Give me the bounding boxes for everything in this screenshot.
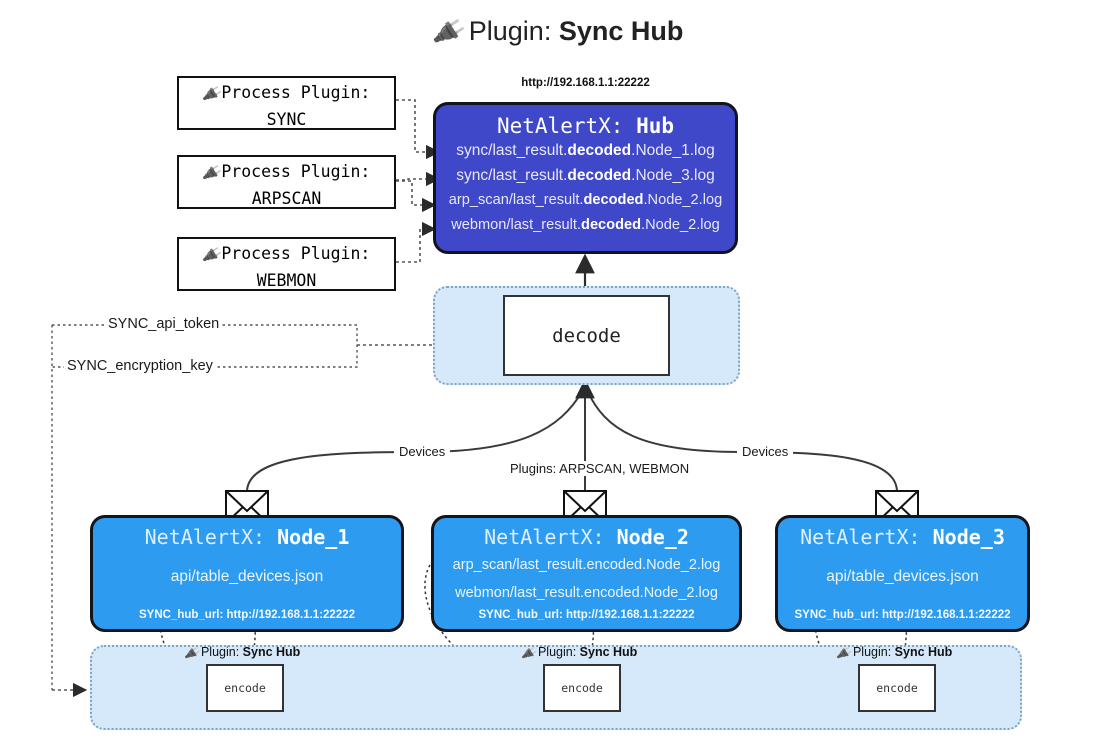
node-box-1[interactable]: NetAlertX: Node_1 api/table_devices.json… bbox=[90, 515, 404, 632]
node-title: NetAlertX: Node_3 bbox=[800, 525, 1005, 549]
hub-url-label: http://192.168.1.1:22222 bbox=[521, 77, 650, 89]
plug-icon: 🔌 bbox=[835, 644, 854, 662]
decode-box[interactable]: decode bbox=[503, 295, 670, 376]
plug-icon: 🔌 bbox=[201, 162, 224, 184]
token-label-api: SYNC_api_token bbox=[105, 316, 223, 332]
process-plugin-box-sync[interactable]: 🔌Process Plugin: SYNC bbox=[177, 76, 396, 130]
edge-label-devices-right: Devices bbox=[737, 444, 794, 459]
token-label-encryption: SYNC_encryption_key bbox=[64, 358, 216, 374]
encode-box-2[interactable]: encode bbox=[543, 664, 621, 712]
encode-caption-2: 🔌Plugin: Sync Hub bbox=[520, 644, 638, 662]
hub-title-name: Hub bbox=[636, 114, 675, 138]
encode-box-1[interactable]: encode bbox=[206, 664, 284, 712]
plug-icon: 🔌 bbox=[431, 15, 468, 49]
node-title: NetAlertX: Node_2 bbox=[484, 525, 689, 549]
hub-log-line: webmon/last_result.decoded.Node_2.log bbox=[451, 217, 720, 233]
encode-caption-3: 🔌Plugin: Sync Hub bbox=[835, 644, 953, 662]
plug-icon: 🔌 bbox=[201, 244, 224, 266]
hub-node[interactable]: NetAlertX: Hub sync/last_result.decoded.… bbox=[433, 102, 738, 254]
hub-title: NetAlertX: Hub bbox=[436, 114, 735, 138]
hub-log-line: sync/last_result.decoded.Node_1.log bbox=[456, 142, 715, 159]
node-hub-url: SYNC_hub_url: http://192.168.1.1:22222 bbox=[794, 609, 1011, 621]
hub-title-prefix: NetAlertX: bbox=[496, 114, 624, 138]
hub-log-line: sync/last_result.decoded.Node_3.log bbox=[456, 167, 715, 184]
node-line: webmon/last_result.encoded.Node_2.log bbox=[455, 585, 718, 601]
process-plugin-box-webmon[interactable]: 🔌Process Plugin: WEBMON bbox=[177, 237, 396, 291]
node-box-2[interactable]: NetAlertX: Node_2 arp_scan/last_result.e… bbox=[431, 515, 742, 632]
process-plugin-label: Process Plugin: bbox=[221, 162, 371, 181]
process-plugin-name: ARPSCAN bbox=[251, 189, 322, 208]
node-hub-url: SYNC_hub_url: http://192.168.1.1:22222 bbox=[478, 609, 695, 621]
node-box-3[interactable]: NetAlertX: Node_3 api/table_devices.json… bbox=[775, 515, 1030, 632]
plug-icon: 🔌 bbox=[520, 644, 539, 662]
process-plugin-label: Process Plugin: bbox=[221, 244, 371, 263]
title-prefix: Plugin: bbox=[468, 16, 552, 46]
node-hub-url: SYNC_hub_url: http://192.168.1.1:22222 bbox=[138, 609, 356, 621]
edge-label-plugins: Plugins: ARPSCAN, WEBMON bbox=[505, 461, 695, 476]
edge-label-devices-left: Devices bbox=[394, 444, 451, 459]
node-line: arp_scan/last_result.encoded.Node_2.log bbox=[452, 557, 721, 573]
node-line: api/table_devices.json bbox=[170, 568, 324, 585]
title-name: Sync Hub bbox=[558, 16, 684, 46]
plug-icon: 🔌 bbox=[201, 83, 224, 105]
node-line: api/table_devices.json bbox=[826, 568, 979, 585]
encode-box-3[interactable]: encode bbox=[858, 664, 936, 712]
plug-icon: 🔌 bbox=[183, 644, 202, 662]
encode-caption-1: 🔌Plugin: Sync Hub bbox=[183, 644, 301, 662]
node-title: NetAlertX: Node_1 bbox=[144, 525, 350, 549]
process-plugin-box-arpscan[interactable]: 🔌Process Plugin: ARPSCAN bbox=[177, 155, 396, 209]
page-title: 🔌Plugin: Sync Hub bbox=[0, 15, 1117, 49]
hub-log-line: arp_scan/last_result.decoded.Node_2.log bbox=[448, 192, 723, 208]
process-plugin-name: WEBMON bbox=[256, 271, 317, 290]
process-plugin-name: SYNC bbox=[266, 110, 307, 129]
process-plugin-label: Process Plugin: bbox=[221, 83, 371, 102]
